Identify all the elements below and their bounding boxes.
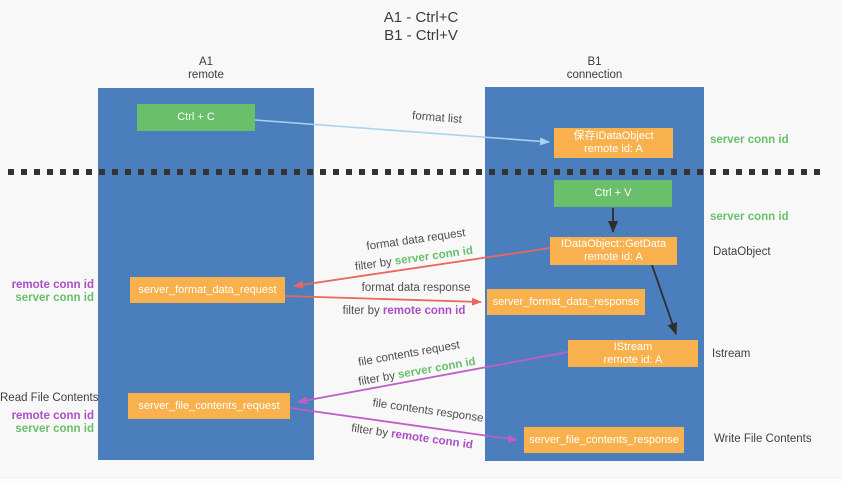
node-format-request-label: server_format_data_request <box>138 283 277 296</box>
node-server-format-data-response: server_format_data_response <box>487 289 645 315</box>
remote-conn-id-text: remote conn id <box>382 305 466 317</box>
left-remote-conn-id-top: remote conn id <box>11 279 94 291</box>
node-ctrl-c: Ctrl + C <box>137 104 255 131</box>
node-save-idataobject: 保存IDataObject remote id: A <box>554 128 673 158</box>
format-data-response-label: format data response <box>361 282 471 294</box>
node-file-response-label: server_file_contents_response <box>529 433 679 446</box>
node-istream-line2: remote id: A <box>603 353 663 366</box>
lane-a1-subtitle: remote <box>188 69 224 81</box>
node-ctrl-v-label: Ctrl + V <box>594 187 632 199</box>
file-contents-response-arrow <box>289 407 518 443</box>
file-contents-request-arrow <box>297 351 569 405</box>
node-idataobject-getdata: IDataObject::GetData remote id: A <box>550 237 677 265</box>
lane-header-a1: A1 remote <box>98 56 314 82</box>
node-ctrl-c-label: Ctrl + C <box>177 111 215 123</box>
format-data-response-filter-label: filter by remote conn id <box>343 305 466 317</box>
node-server-file-contents-request: server_file_contents_request <box>128 393 290 419</box>
format-data-response-arrow <box>284 295 482 306</box>
node-istream: IStream remote id: A <box>568 340 698 367</box>
right-server-conn-id-mid: server conn id <box>710 211 789 223</box>
node-getdata-line1: IDataObject::GetData <box>560 238 667 250</box>
left-server-conn-id-bottom: server conn id <box>15 423 94 435</box>
left-remote-conn-id-bottom: remote conn id <box>11 410 94 422</box>
lane-a1-title: A1 <box>198 56 214 68</box>
lane-b1-title: B1 <box>587 56 602 68</box>
page-bottom-edge <box>0 477 842 485</box>
getdata-to-istream-arrow <box>651 264 678 335</box>
filter-by-text: filter by <box>342 305 383 317</box>
node-file-request-label: server_file_contents_request <box>138 399 280 412</box>
format-data-request-arrow <box>293 247 551 289</box>
node-server-format-data-request: server_format_data_request <box>130 277 285 303</box>
title-line-1: A1 - Ctrl+C <box>383 9 459 26</box>
format-list-arrow <box>254 119 550 146</box>
title-line-2: B1 - Ctrl+V <box>384 27 458 44</box>
node-save-idataobject-line1: 保存IDataObject <box>573 130 654 142</box>
right-server-conn-id-top: server conn id <box>710 134 789 146</box>
right-dataobject-label: DataObject <box>713 246 771 258</box>
lane-header-b1: B1 connection <box>485 56 704 82</box>
node-getdata-line2: remote id: A <box>584 251 643 263</box>
node-server-file-contents-response: server_file_contents_response <box>524 427 684 453</box>
left-server-conn-id-top: server conn id <box>15 292 94 304</box>
right-write-file-contents-label: Write File Contents <box>714 433 812 445</box>
node-istream-line1: IStream <box>613 340 653 353</box>
node-save-idataobject-line2: remote id: A <box>584 143 643 155</box>
left-read-file-contents-label: Read File Contents <box>0 392 99 404</box>
right-istream-label: Istream <box>712 348 751 360</box>
lane-b1-subtitle: connection <box>566 69 623 81</box>
diagram-title: A1 - Ctrl+C B1 - Ctrl+V <box>0 9 842 45</box>
node-format-response-label: server_format_data_response <box>492 295 640 308</box>
node-ctrl-v: Ctrl + V <box>554 180 672 207</box>
